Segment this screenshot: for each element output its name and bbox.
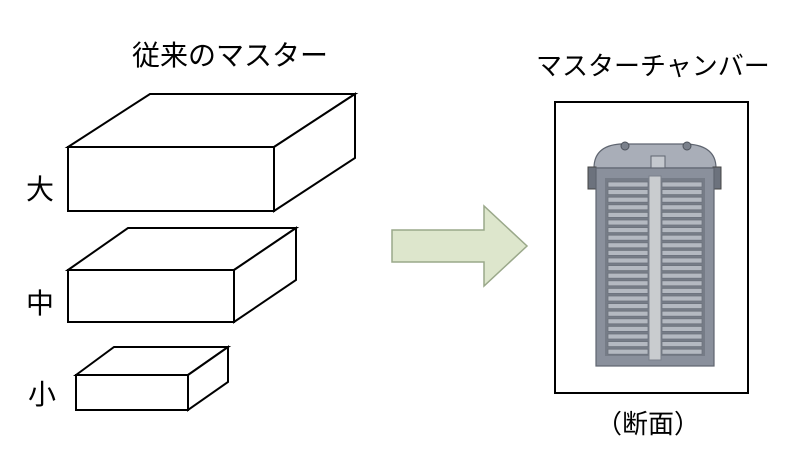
rack-plate bbox=[607, 325, 649, 332]
rack-plate bbox=[661, 348, 703, 355]
rack-plate bbox=[607, 295, 649, 302]
rack-plate bbox=[661, 189, 703, 196]
rack-plate bbox=[607, 249, 649, 256]
rack-plate bbox=[607, 287, 649, 294]
rack-plate bbox=[607, 280, 649, 287]
rack-plate bbox=[661, 333, 703, 340]
rack-plate bbox=[661, 341, 703, 348]
rack-plate bbox=[661, 318, 703, 325]
master-chamber-title: マスターチャンバー bbox=[536, 52, 770, 82]
rack-plate bbox=[607, 204, 649, 211]
size-label-small: 小 bbox=[28, 378, 57, 411]
rack-plate bbox=[607, 242, 649, 249]
rack-plate bbox=[607, 219, 649, 226]
rack-plate bbox=[607, 265, 649, 272]
rack-plate bbox=[661, 272, 703, 279]
rack-plate bbox=[607, 303, 649, 310]
size-label-large: 大 bbox=[26, 173, 55, 206]
rack-plate bbox=[607, 181, 649, 188]
rack-plate bbox=[607, 272, 649, 279]
master-box-small bbox=[72, 345, 232, 412]
master-box-medium bbox=[64, 226, 300, 324]
rack-plate bbox=[661, 234, 703, 241]
rack-plate bbox=[661, 227, 703, 234]
rack-plate bbox=[661, 219, 703, 226]
rack-plate bbox=[661, 265, 703, 272]
rack-plate bbox=[661, 211, 703, 218]
rack-plate bbox=[661, 196, 703, 203]
chamber-cross-section bbox=[587, 141, 722, 367]
rack-plate bbox=[661, 303, 703, 310]
right-arrow-icon bbox=[391, 204, 529, 288]
rack-plate bbox=[661, 295, 703, 302]
rack-plate bbox=[661, 257, 703, 264]
rack-plate bbox=[661, 181, 703, 188]
rack-plate bbox=[607, 310, 649, 317]
rack-plate bbox=[607, 234, 649, 241]
rack-plate bbox=[661, 204, 703, 211]
rack-plate bbox=[607, 189, 649, 196]
rack-plate bbox=[661, 310, 703, 317]
rack-plate bbox=[607, 348, 649, 355]
conventional-master-title: 従来のマスター bbox=[132, 39, 329, 72]
rack-plate bbox=[607, 318, 649, 325]
rack-plate bbox=[607, 333, 649, 340]
rack-plate bbox=[607, 341, 649, 348]
size-label-medium: 中 bbox=[26, 287, 55, 320]
cross-section-caption: （断面） bbox=[596, 410, 701, 440]
rack-plate bbox=[661, 242, 703, 249]
rack-plate bbox=[661, 325, 703, 332]
rack-plate bbox=[607, 227, 649, 234]
rack-plate bbox=[661, 287, 703, 294]
master-box-large bbox=[64, 92, 359, 213]
rack-plate bbox=[607, 211, 649, 218]
rack-plate bbox=[661, 280, 703, 287]
rack-plate bbox=[607, 257, 649, 264]
rack-plate bbox=[661, 249, 703, 256]
rack-plate bbox=[607, 196, 649, 203]
